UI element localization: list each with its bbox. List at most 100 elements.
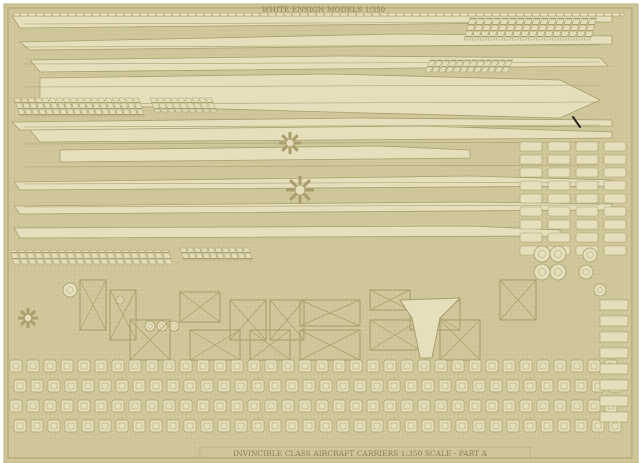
small-fitting-inner xyxy=(356,422,364,430)
round-part xyxy=(144,320,156,332)
round-part xyxy=(156,320,168,332)
small-fitting-inner xyxy=(454,362,462,370)
inclined-ladder xyxy=(431,59,443,73)
round-part-inner xyxy=(538,250,546,258)
small-fitting xyxy=(281,359,295,373)
small-fitting-inner xyxy=(475,382,483,390)
etched-frame xyxy=(109,289,137,341)
small-fitting-inner xyxy=(199,402,207,410)
grating-platform xyxy=(519,206,543,217)
side-tab xyxy=(599,299,629,311)
inclined-ladder xyxy=(65,249,77,265)
small-fitting-inner xyxy=(118,382,126,390)
inclined-ladder xyxy=(527,17,541,41)
small-fitting xyxy=(47,419,61,433)
small-fitting xyxy=(434,359,448,373)
inclined-ladder xyxy=(97,97,110,117)
small-fitting xyxy=(115,379,129,393)
small-fitting-inner xyxy=(220,382,228,390)
small-fitting xyxy=(455,419,469,433)
small-fitting-inner xyxy=(335,402,343,410)
side-tab xyxy=(599,411,629,423)
small-fitting xyxy=(421,379,435,393)
inclined-ladder xyxy=(89,249,101,265)
small-fitting xyxy=(349,399,363,413)
small-fitting xyxy=(298,399,312,413)
inclined-ladder xyxy=(69,97,82,117)
round-part-inner xyxy=(554,268,562,276)
small-fitting xyxy=(298,359,312,373)
small-fitting xyxy=(421,419,435,433)
round-part xyxy=(533,245,551,263)
small-fitting-inner xyxy=(509,382,517,390)
small-fitting-inner xyxy=(29,402,37,410)
small-fitting-inner xyxy=(80,362,88,370)
small-fitting xyxy=(506,379,520,393)
grating-platform xyxy=(547,193,571,204)
small-fitting-inner xyxy=(46,362,54,370)
small-fitting-inner xyxy=(539,402,547,410)
small-fitting xyxy=(217,419,231,433)
small-fitting xyxy=(183,379,197,393)
small-fitting xyxy=(468,359,482,373)
inclined-ladder xyxy=(170,97,182,113)
small-fitting xyxy=(264,359,278,373)
small-fitting xyxy=(13,379,27,393)
small-fitting-inner xyxy=(543,382,551,390)
small-fitting-inner xyxy=(97,402,105,410)
small-fitting xyxy=(485,359,499,373)
small-fitting-inner xyxy=(590,402,598,410)
small-fitting-inner xyxy=(526,382,534,390)
small-fitting xyxy=(400,399,414,413)
small-fitting xyxy=(315,359,329,373)
small-fitting xyxy=(9,359,23,373)
small-fitting xyxy=(234,379,248,393)
small-fitting-inner xyxy=(556,402,564,410)
etched-frame xyxy=(499,279,537,321)
small-fitting xyxy=(196,399,210,413)
inclined-ladder xyxy=(479,17,493,41)
inclined-ladder xyxy=(149,97,161,113)
small-fitting xyxy=(315,399,329,413)
small-fitting xyxy=(451,399,465,413)
inclined-ladder xyxy=(466,59,478,73)
railing-line xyxy=(23,101,601,105)
scale-reference-engraving: 1/350 xyxy=(365,6,385,14)
small-fitting xyxy=(519,359,533,373)
maker-engraving: WHITE ENSIGN MODELS xyxy=(262,5,363,14)
small-fitting-inner xyxy=(220,422,228,430)
etched-frame xyxy=(79,279,107,331)
sheet-border xyxy=(7,7,633,459)
inclined-ladder xyxy=(83,97,96,117)
small-fitting xyxy=(26,399,40,413)
small-fitting xyxy=(370,379,384,393)
small-fitting-inner xyxy=(322,382,330,390)
small-fitting-inner xyxy=(526,422,534,430)
radar-array-hub xyxy=(24,314,32,322)
scratch-mark xyxy=(572,116,581,128)
grating-platform xyxy=(603,232,627,243)
small-fitting-inner xyxy=(352,362,360,370)
small-fitting xyxy=(536,359,550,373)
small-fitting xyxy=(200,379,214,393)
top-railing-run xyxy=(13,12,625,17)
small-fitting xyxy=(366,359,380,373)
side-tab xyxy=(599,347,629,359)
small-fitting-inner xyxy=(254,422,262,430)
small-fitting-inner xyxy=(148,362,156,370)
deck-strip xyxy=(59,145,471,163)
round-part-inner xyxy=(171,323,177,329)
small-fitting xyxy=(230,399,244,413)
inclined-ladder xyxy=(105,249,117,265)
small-fitting xyxy=(145,359,159,373)
inclined-ladder xyxy=(73,249,85,265)
small-fitting xyxy=(400,359,414,373)
small-fitting xyxy=(77,399,91,413)
inclined-ladder xyxy=(90,97,103,117)
small-fitting xyxy=(13,419,27,433)
frame-brace xyxy=(369,289,411,311)
small-fitting-inner xyxy=(437,402,445,410)
small-fitting-inner xyxy=(50,422,58,430)
grating-platform xyxy=(575,141,599,152)
small-fitting-inner xyxy=(288,382,296,390)
